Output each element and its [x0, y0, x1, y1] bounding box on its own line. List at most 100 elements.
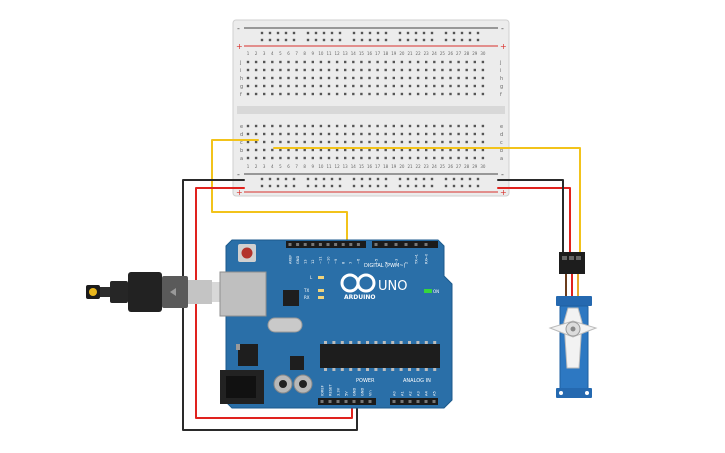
- terminal-hole: [384, 132, 387, 136]
- terminal-hole: [465, 156, 468, 160]
- rail-hole: [268, 31, 272, 35]
- rail-hole: [314, 184, 318, 188]
- column-number-bottom: 28: [464, 164, 470, 169]
- rail-hole: [452, 31, 456, 35]
- terminal-hole: [400, 132, 404, 136]
- column-number-bottom: 10: [318, 164, 324, 169]
- terminal-hole: [449, 76, 452, 80]
- terminal-hole: [263, 76, 266, 80]
- terminal-hole: [416, 124, 420, 128]
- column-number-bottom: 14: [351, 164, 357, 169]
- terminal-hole: [465, 60, 468, 64]
- terminal-hole: [368, 60, 371, 64]
- terminal-hole: [433, 124, 436, 128]
- terminal-hole: [441, 140, 444, 144]
- rail-hole: [452, 177, 456, 181]
- terminal-hole: [360, 148, 363, 152]
- signal-wire-to-arduino: [211, 139, 348, 244]
- terminal-hole: [433, 76, 436, 80]
- terminal-hole: [473, 148, 476, 152]
- rail-hole: [360, 177, 364, 181]
- terminal-hole: [400, 60, 404, 64]
- power-pin-hole: [368, 400, 372, 403]
- terminal-hole: [441, 132, 444, 136]
- terminal-hole: [295, 140, 298, 144]
- terminal-hole: [263, 148, 266, 152]
- rail-hole: [422, 177, 426, 181]
- terminal-hole: [360, 124, 363, 128]
- terminal-hole: [327, 60, 331, 64]
- rail-hole: [368, 177, 372, 181]
- digital-pin-label: ~9: [334, 258, 338, 264]
- column-number-bottom: 24: [432, 164, 438, 169]
- wires: [182, 139, 581, 431]
- terminal-hole: [360, 76, 363, 80]
- column-number-top: 14: [351, 51, 357, 56]
- usb-cable-icon: [86, 272, 228, 312]
- power-header-holes: [320, 400, 436, 403]
- column-number-bottom: 25: [440, 164, 446, 169]
- terminal-hole: [352, 148, 355, 152]
- terminal-hole: [311, 148, 314, 152]
- terminal-hole: [441, 92, 444, 96]
- rail-hole: [352, 184, 356, 188]
- terminal-hole: [400, 140, 404, 144]
- digital-pin-label: ~10: [326, 256, 330, 264]
- digital-pin-label: ~5: [374, 259, 378, 264]
- terminal-hole: [425, 140, 428, 144]
- terminal-hole: [376, 148, 379, 152]
- terminal-hole: [449, 140, 452, 144]
- terminal-hole: [279, 156, 282, 160]
- terminal-hole: [311, 60, 314, 64]
- column-number-top: 25: [440, 51, 446, 56]
- terminal-hole: [352, 84, 355, 88]
- rail-hole: [430, 38, 434, 42]
- column-number-top: 28: [464, 51, 470, 56]
- column-number-bottom: 18: [383, 164, 389, 169]
- terminal-hole: [481, 124, 485, 128]
- ground-wire-to-servo: [497, 179, 564, 254]
- column-number-top: 21: [407, 51, 413, 56]
- rail-hole: [330, 184, 334, 188]
- terminal-hole: [263, 60, 266, 64]
- column-number-bottom: 15: [359, 164, 365, 169]
- row-letter-left: b: [240, 148, 243, 154]
- terminal-hole: [416, 148, 420, 152]
- terminal-hole: [481, 68, 485, 72]
- terminal-hole: [384, 60, 387, 64]
- rail-hole: [330, 177, 334, 181]
- row-letter-right: a: [500, 156, 503, 162]
- terminal-hole: [263, 140, 266, 144]
- terminal-hole: [465, 76, 468, 80]
- rail-hole: [276, 38, 280, 42]
- rail-hole: [292, 31, 296, 35]
- column-number-bottom: 9: [312, 164, 315, 169]
- terminal-hole: [303, 156, 306, 160]
- row-letter-right: b: [500, 148, 503, 154]
- analog-header: [390, 398, 438, 405]
- digital-pin-hole: [288, 243, 292, 246]
- terminal-hole: [311, 140, 314, 144]
- terminal-hole: [449, 60, 452, 64]
- terminal-hole: [303, 84, 306, 88]
- column-number-bottom: 23: [424, 164, 430, 169]
- analog-pin-hole: [424, 400, 428, 403]
- terminal-hole: [344, 84, 347, 88]
- terminal-hole: [303, 124, 306, 128]
- servo-connector: [559, 252, 585, 274]
- rail-hole: [276, 31, 280, 35]
- terminal-hole: [481, 140, 485, 144]
- terminal-hole: [311, 68, 314, 72]
- rail-hole: [330, 38, 334, 42]
- terminal-hole: [449, 148, 452, 152]
- terminal-hole: [352, 132, 355, 136]
- top-rail-plus-label-left: +: [236, 42, 243, 51]
- rail-hole: [476, 177, 480, 181]
- terminal-hole: [295, 124, 298, 128]
- column-number-top: 18: [383, 51, 389, 56]
- terminal-hole: [319, 76, 323, 80]
- rail-hole: [306, 184, 310, 188]
- terminal-hole: [473, 60, 476, 64]
- terminal-hole: [465, 148, 468, 152]
- terminal-hole: [416, 84, 420, 88]
